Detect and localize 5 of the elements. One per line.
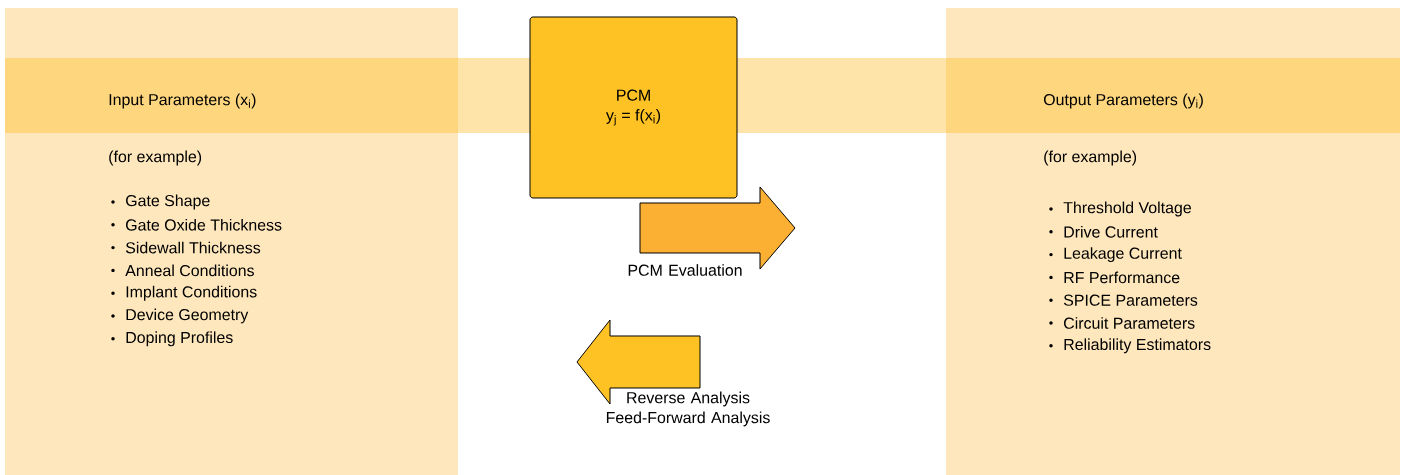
arrow-label: PCM Evaluation bbox=[628, 264, 742, 276]
parameter-panel: Input Parameters (x$_{i}$) (for example) Gate Shape Gate Oxide Thickness Sidewall Thickness Anneal Conditions Implant Conditions Device Geometry Doping Profiles bbox=[5, 8, 458, 475]
process-box: PCM y$_{j}$ = f(x$_{i}$) bbox=[529, 16, 738, 199]
arrow-label: Reverse Analysis Feed-Forward Analysis bbox=[606, 391, 770, 427]
parameter-panel: Output Parameters (y$_{i}$) (for example) Threshold Voltage Drive Current Leakage Current RF Performance SPICE Parameters Circuit Parameters Reliability Estimators bbox=[946, 8, 1400, 475]
